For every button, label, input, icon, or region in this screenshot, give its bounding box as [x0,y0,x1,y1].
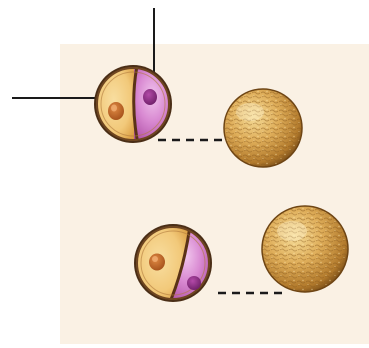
bottom-cell-yellow-nucleus [149,254,165,271]
bottom-cell-magenta-nucleus [187,276,201,290]
top-cell-yellow-nucleus [108,102,124,120]
bottom-spore [262,206,348,292]
top-spore [224,89,302,167]
top-cell-magenta-nucleus [143,89,157,105]
